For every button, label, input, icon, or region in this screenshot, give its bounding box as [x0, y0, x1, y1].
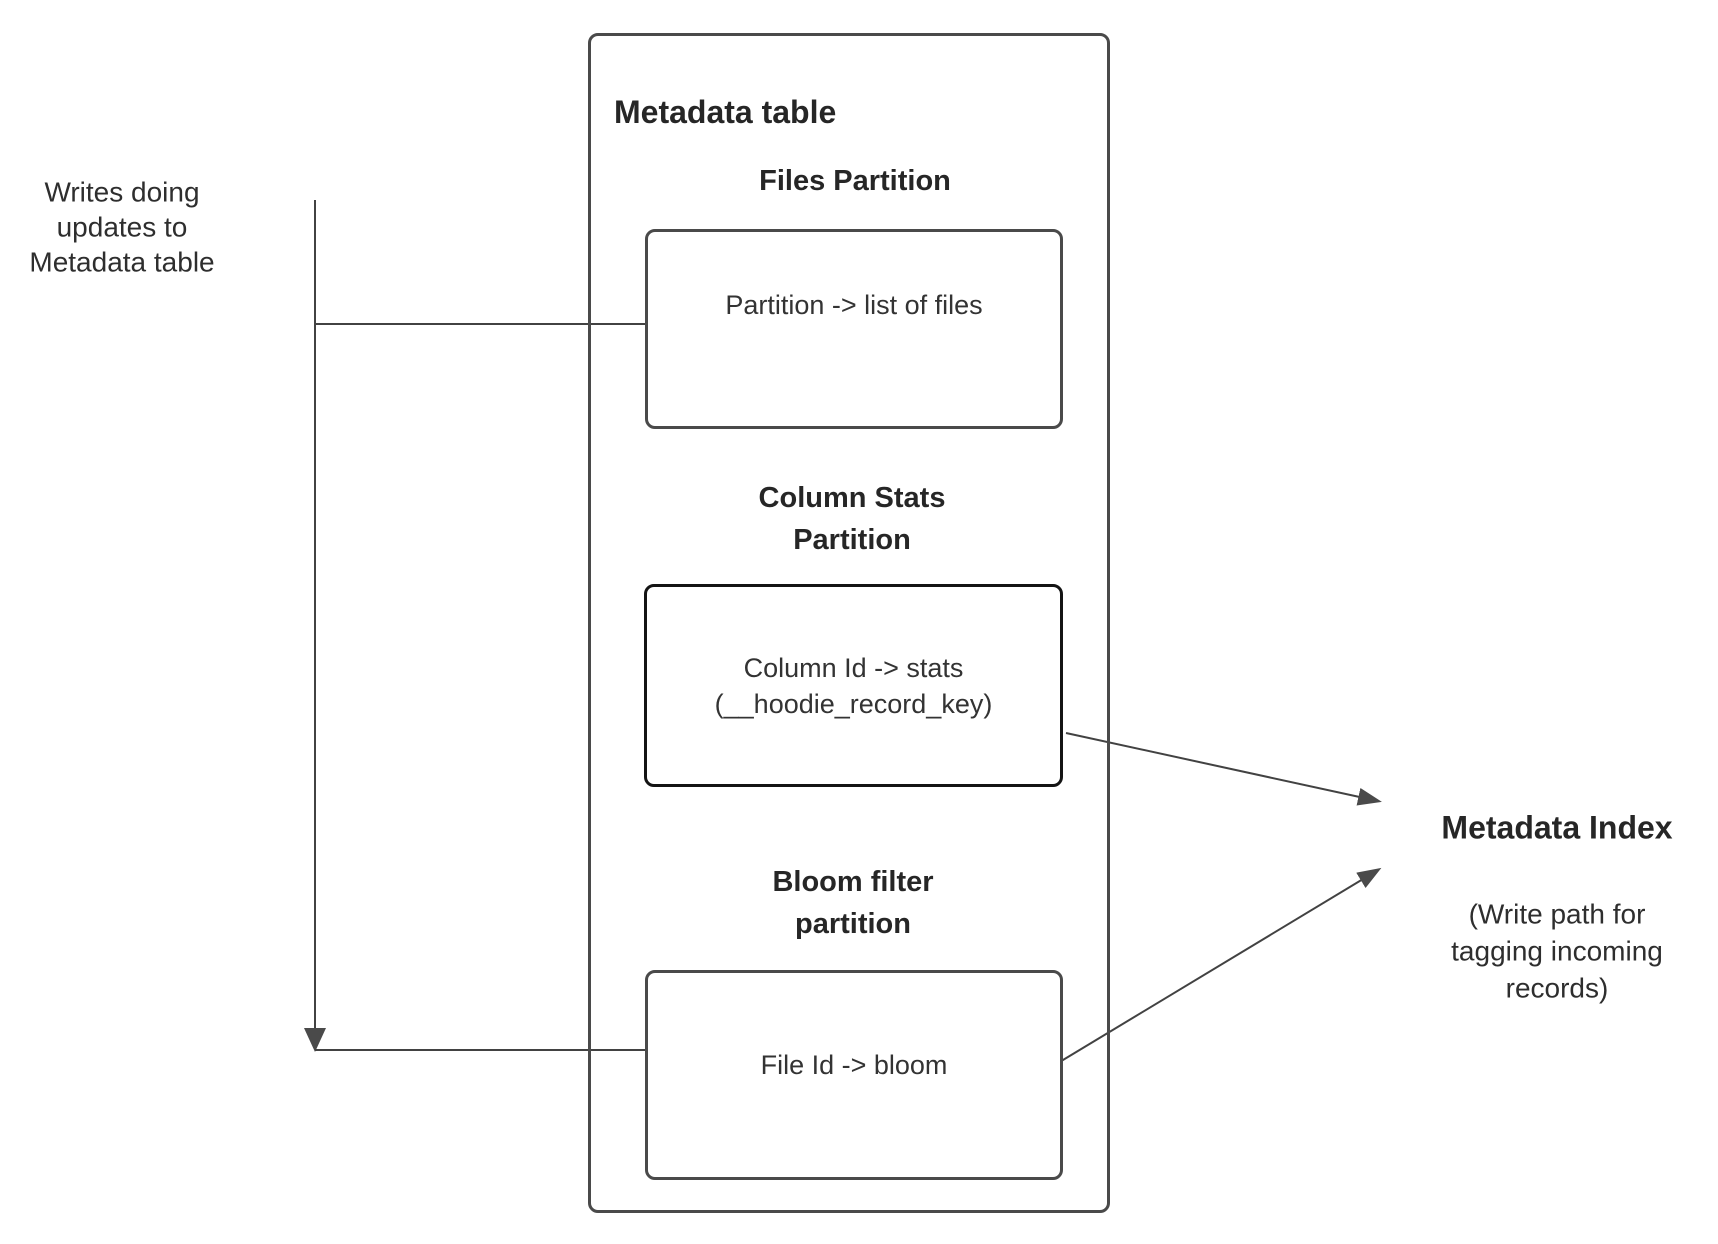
column-stats-partition-heading: Column Stats Partition — [758, 482, 946, 556]
metadata-table-title: Metadata table — [614, 94, 837, 130]
bloom-filter-partition-mapping: File Id -> bloom — [760, 1050, 948, 1080]
metadata-index-subtitle: (Write path for tagging incoming records… — [1451, 898, 1663, 1004]
files-partition-heading: Files Partition — [759, 165, 951, 197]
metadata-table-box — [588, 33, 1110, 1213]
column-stats-partition-mapping: Column Id -> stats (__hoodie_record_key) — [714, 652, 993, 719]
metadata-index-title: Metadata Index — [1441, 809, 1673, 846]
files-partition-box: Partition -> list of files — [645, 229, 1063, 429]
files-partition-mapping: Partition -> list of files — [725, 290, 983, 320]
column-stats-partition-box: Column Id -> stats (__hoodie_record_key) — [644, 584, 1063, 787]
column-stats-to-index-arrow — [1065, 732, 1382, 806]
bloom-filter-partition-heading: Bloom filter partition — [772, 866, 934, 940]
writes-updates-note: Writes doing updates to Metadata table — [29, 176, 215, 278]
bloom-filter-partition-box: File Id -> bloom — [645, 970, 1063, 1180]
writes-down-arrowhead-icon — [304, 1028, 326, 1052]
